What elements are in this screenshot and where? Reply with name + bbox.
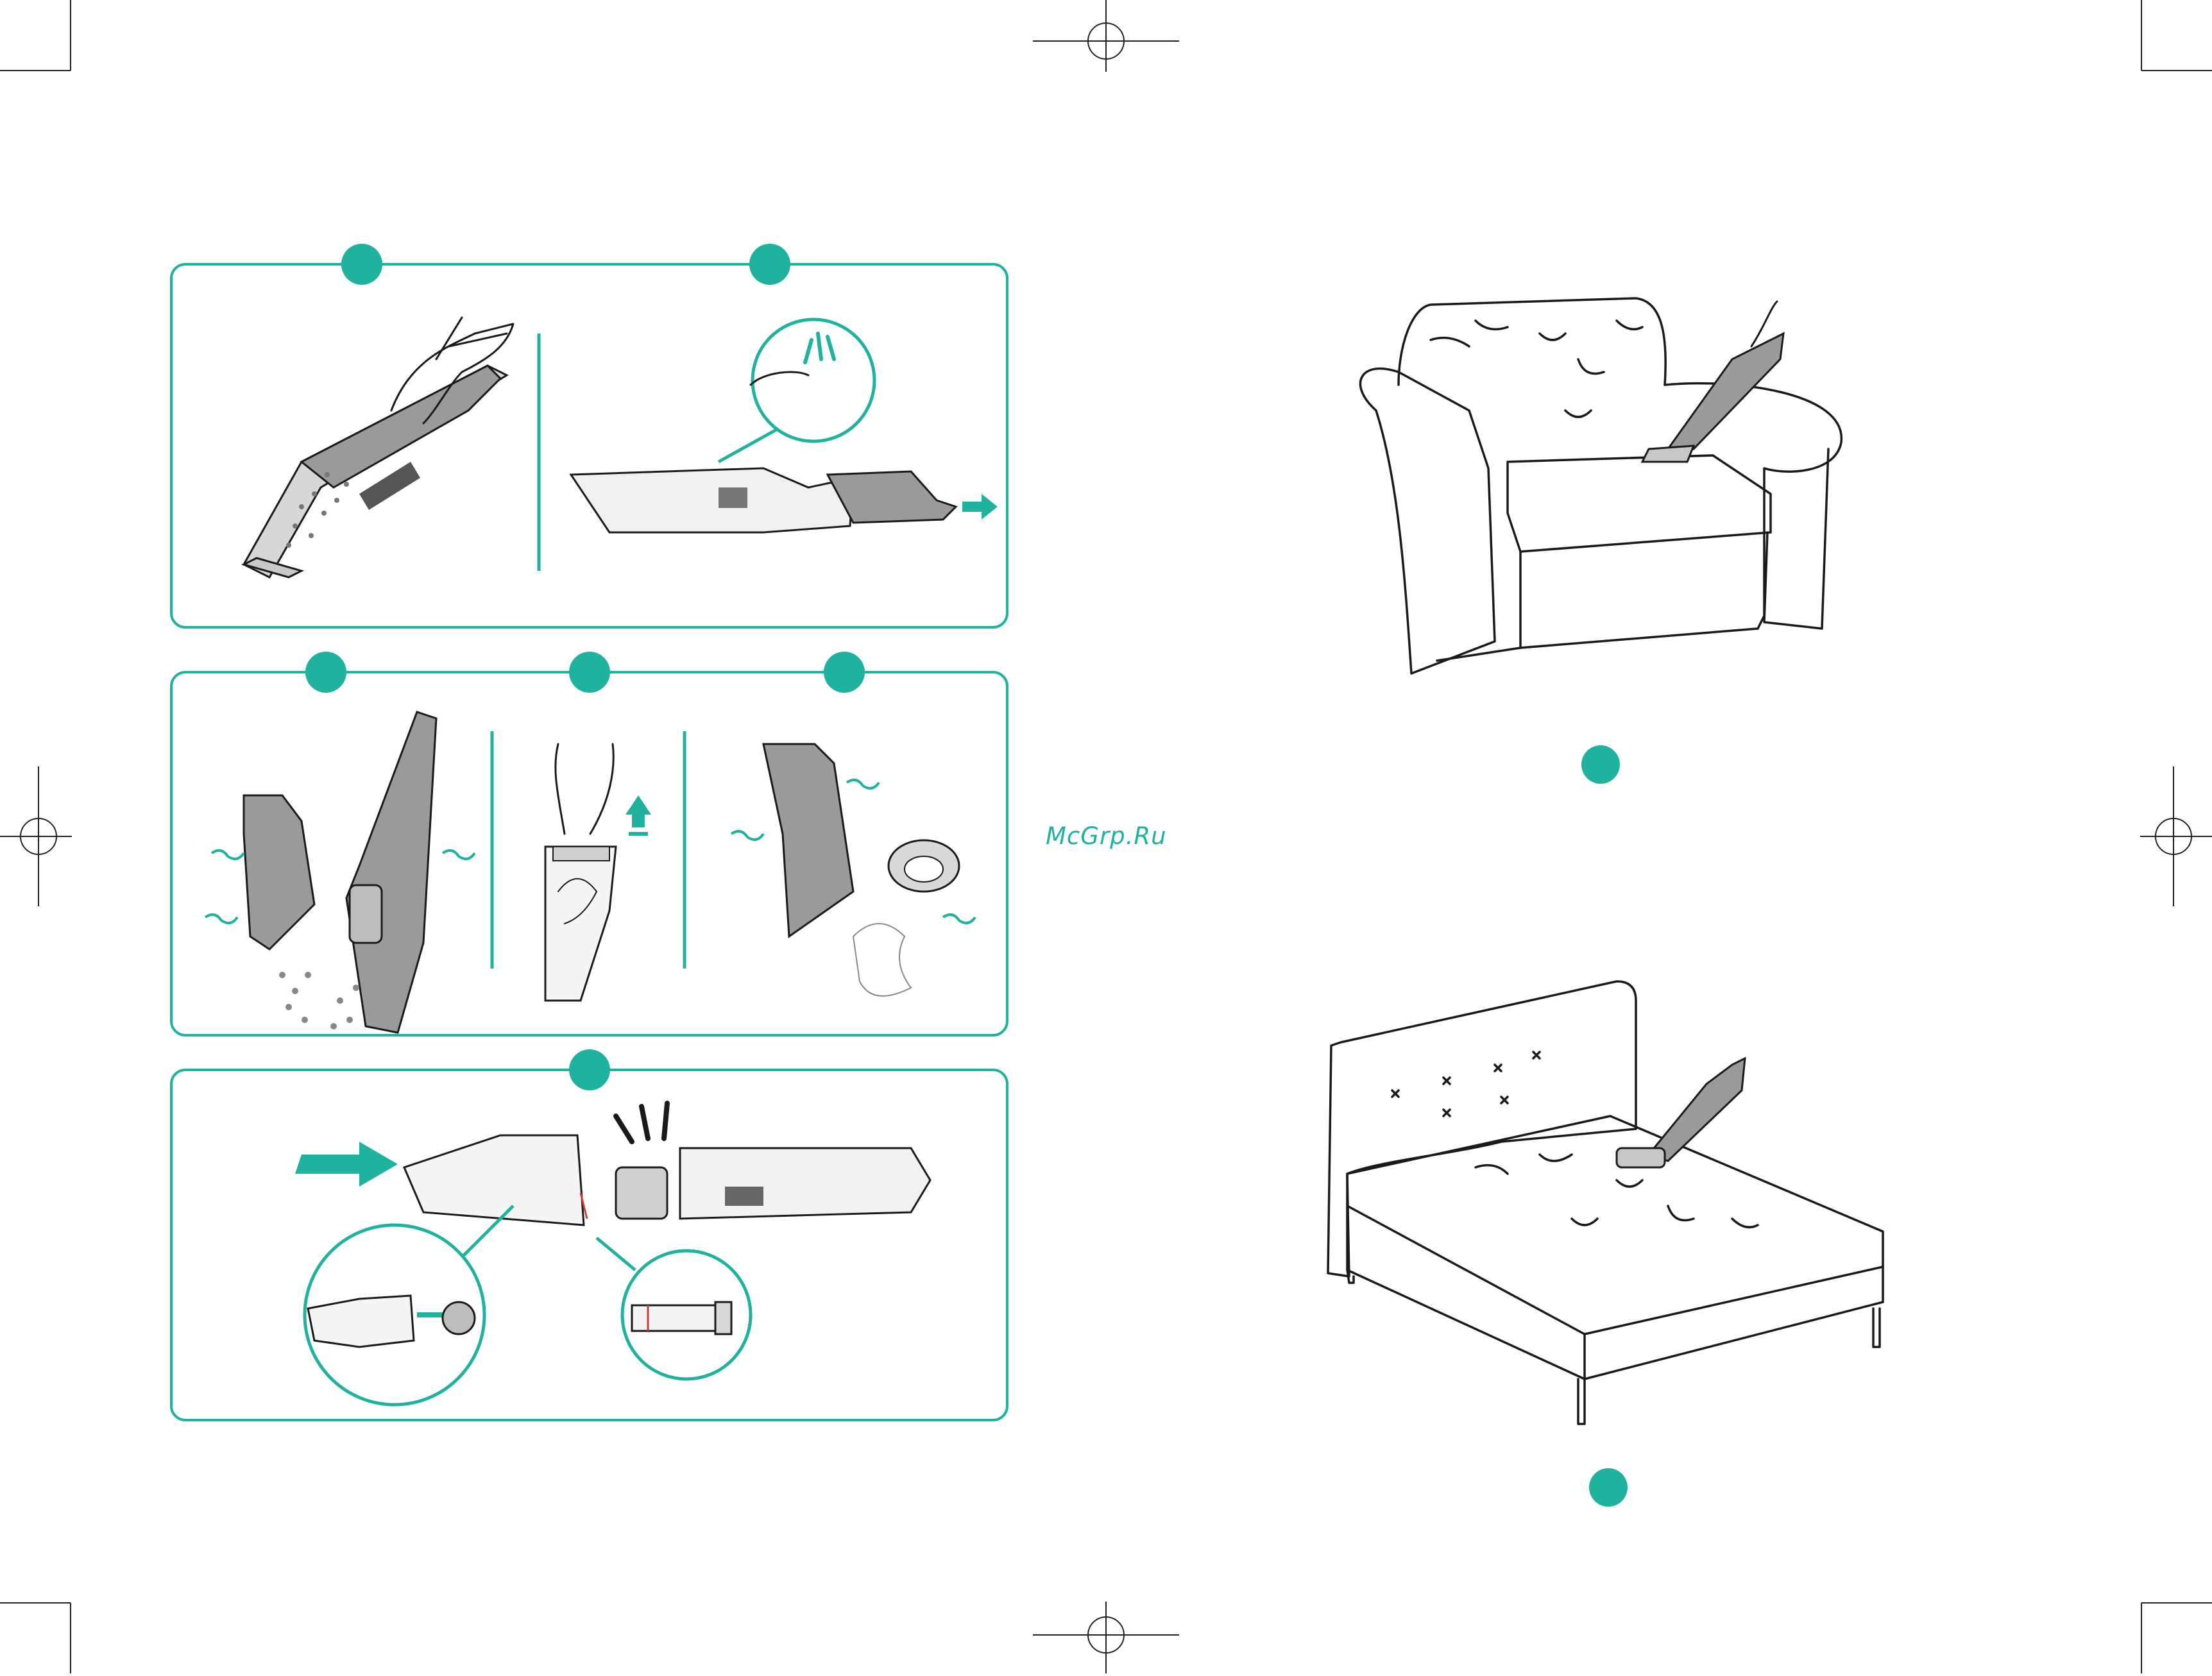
registration-target-bottom bbox=[1033, 1602, 1179, 1673]
step-badge bbox=[824, 652, 865, 693]
dust-cup-emptying bbox=[205, 712, 475, 1033]
panel-empty-and-clean-filter bbox=[171, 652, 1007, 1035]
step-badge bbox=[569, 1049, 610, 1090]
scene-badge bbox=[1581, 745, 1620, 784]
step-badge bbox=[341, 244, 382, 285]
handheld-vacuum-on-armchair bbox=[1642, 301, 1783, 462]
detail-magnifier-left bbox=[305, 1206, 513, 1405]
panel-reassemble bbox=[171, 1049, 1007, 1420]
registration-target-top bbox=[1033, 0, 1179, 72]
scene-badge bbox=[1589, 1468, 1628, 1507]
step-badge bbox=[305, 652, 346, 693]
push-arrow-icon bbox=[295, 1142, 398, 1187]
bed-icon bbox=[1328, 981, 1883, 1424]
vacuum-separated-horizontal bbox=[571, 468, 998, 532]
cup-and-filter-shake bbox=[731, 744, 975, 996]
filter-removal bbox=[545, 744, 651, 1001]
vacuum-assembly-horizontal bbox=[404, 1135, 930, 1225]
detail-magnifier-right bbox=[597, 1238, 751, 1379]
bed-mattress-cleaning-scene bbox=[1328, 981, 1883, 1507]
step-badge bbox=[569, 652, 610, 693]
watermark-text: McGrp.Ru bbox=[1046, 822, 1167, 850]
registration-target-left bbox=[0, 766, 72, 906]
armchair-cleaning-scene bbox=[1360, 298, 1841, 784]
click-lines-icon bbox=[616, 1103, 667, 1142]
handheld-vacuum-diagonal bbox=[244, 366, 507, 577]
panel-remove-dust-cup bbox=[171, 244, 1007, 627]
step-badge bbox=[749, 244, 790, 285]
detail-magnifier bbox=[719, 319, 874, 462]
registration-target-right bbox=[2140, 766, 2212, 906]
